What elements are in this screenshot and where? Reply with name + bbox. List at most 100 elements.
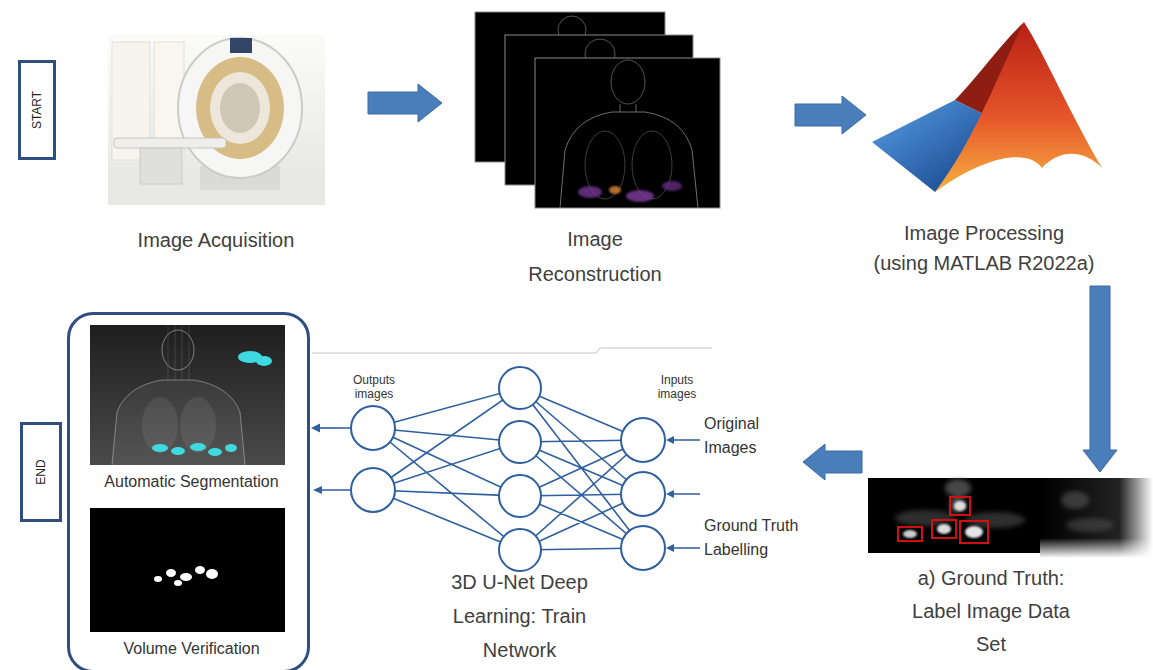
segmentation-render-part <box>256 356 272 366</box>
volume-render-part <box>166 569 176 577</box>
ct-scanner-photo-part <box>230 38 252 53</box>
stage-block: Image Acquisition <box>105 35 327 270</box>
network-label: Original Images <box>704 412 784 460</box>
ct-scanner-photo-part <box>220 83 260 133</box>
caption-text: Image Processing <box>868 218 1100 248</box>
volume-render-part <box>180 573 192 581</box>
caption-text: Volume Verification <box>70 638 313 660</box>
block-arrow-shape <box>368 84 442 122</box>
reconstruction-stack-part <box>611 60 645 104</box>
start-terminal: START <box>18 60 56 160</box>
segmentation-render-part <box>152 444 168 452</box>
reconstruction-stack-part <box>626 190 654 202</box>
caption-text: Image Acquisition <box>105 226 327 254</box>
block-arrow-shape <box>803 444 862 480</box>
neural-network-part <box>351 468 395 512</box>
caption-text: (using MATLAB R2022a) <box>868 248 1100 278</box>
neural-network-part <box>621 418 665 462</box>
matlab-logo <box>872 22 1102 192</box>
block-arrow <box>368 84 442 122</box>
segmentation-render-part <box>180 397 216 453</box>
ground-truth-image-part-part <box>945 479 971 497</box>
end-terminal: END <box>20 422 62 522</box>
ground-truth-image-part-part <box>895 510 955 526</box>
frame-line <box>312 348 712 353</box>
ground-truth-image-part-part <box>950 497 966 513</box>
reconstruction-stack-part <box>578 186 602 198</box>
reconstruction-stack-part <box>535 58 720 208</box>
network-block: 3D U-Net Deep Learning: Train Network <box>342 350 800 670</box>
ground-truth-image-part <box>960 521 988 543</box>
segmentation-render-part <box>112 380 245 465</box>
ground-truth-image-part <box>898 527 922 541</box>
neural-network-part <box>499 475 541 517</box>
segmentation-render <box>90 325 285 465</box>
ct-scanner-photo-part <box>210 72 270 144</box>
network-label: Inputs images <box>650 373 704 401</box>
terminal-text: END <box>34 459 48 484</box>
network-label: Ground Truth Labelling <box>704 514 810 562</box>
segmentation-render-part <box>208 448 222 456</box>
reconstruction-stack-part <box>560 112 698 208</box>
neural-network-part <box>499 421 541 463</box>
ground-truth-image-part <box>903 530 917 538</box>
neural-network-part <box>499 529 541 571</box>
block-arrow <box>795 96 866 134</box>
ground-truth-image-part <box>950 497 970 515</box>
volume-render-part <box>195 566 205 574</box>
block-arrow <box>1083 286 1117 472</box>
reconstruction-stack <box>475 12 720 208</box>
segmentation-render-part <box>171 447 185 455</box>
stage-block: a) Ground Truth: Label Image Data Set <box>868 478 1153 668</box>
ground-truth-image-part <box>868 478 1040 553</box>
volume-render-part <box>90 508 285 632</box>
ct-scanner-photo-part <box>140 148 182 184</box>
neural-network-part <box>621 526 665 570</box>
ground-truth-image-part <box>954 501 966 511</box>
ct-scanner-photo-part <box>108 35 325 205</box>
caption-text: a) Ground Truth: Label Image Data Set <box>905 562 1077 661</box>
volume-render <box>90 508 285 632</box>
ct-scanner-photo <box>108 35 325 205</box>
neural-network-part <box>373 388 643 550</box>
volume-render-part <box>174 580 182 586</box>
segmentation-render-part <box>225 444 237 452</box>
caption-text: Automatic Segmentation <box>70 471 313 493</box>
arrow-head <box>311 424 320 433</box>
terminal-text: START <box>30 91 44 129</box>
neural-network-part <box>320 428 700 548</box>
stage-block: Image Processing(using MATLAB R2022a) <box>868 15 1100 280</box>
arrow-line <box>311 424 342 433</box>
ground-truth-image-part <box>1040 478 1153 558</box>
reconstruction-stack-part <box>620 104 636 112</box>
reconstruction-stack-part <box>609 186 621 194</box>
block-arrow-shape <box>795 96 866 134</box>
result-panel: Automatic SegmentationVolume Verificatio… <box>67 312 310 670</box>
ground-truth-image-part <box>965 526 983 538</box>
segmentation-render-part <box>190 443 206 451</box>
segmentation-render-part <box>168 325 189 380</box>
neural-network-part <box>351 406 395 450</box>
caption-text: Image Reconstruction <box>515 222 675 292</box>
arrow-shaft <box>318 427 342 429</box>
ground-truth-image-part <box>937 524 951 534</box>
block-arrow-shape <box>1083 286 1117 472</box>
stage-block: Image Reconstruction <box>470 10 720 300</box>
neural-network-part <box>499 367 541 409</box>
neural-network-part <box>313 436 674 552</box>
volume-render-part <box>206 569 218 579</box>
ct-scanner-photo-part <box>178 38 302 178</box>
neural-network-part <box>621 472 665 516</box>
reconstruction-stack-part <box>662 181 682 191</box>
segmentation-render-part <box>162 330 194 370</box>
neural-network <box>313 367 700 571</box>
caption-text: 3D U-Net Deep Learning: Train Network <box>437 565 602 667</box>
block-arrow <box>803 444 862 480</box>
ground-truth-image-part <box>1040 478 1153 558</box>
ct-scanner-photo-part <box>114 138 226 148</box>
segmentation-render-part <box>90 325 285 465</box>
ground-truth-image-part <box>932 520 956 538</box>
ground-truth-image <box>868 478 1153 558</box>
volume-render-part <box>154 576 162 582</box>
matlab-logo-part <box>935 22 1102 192</box>
